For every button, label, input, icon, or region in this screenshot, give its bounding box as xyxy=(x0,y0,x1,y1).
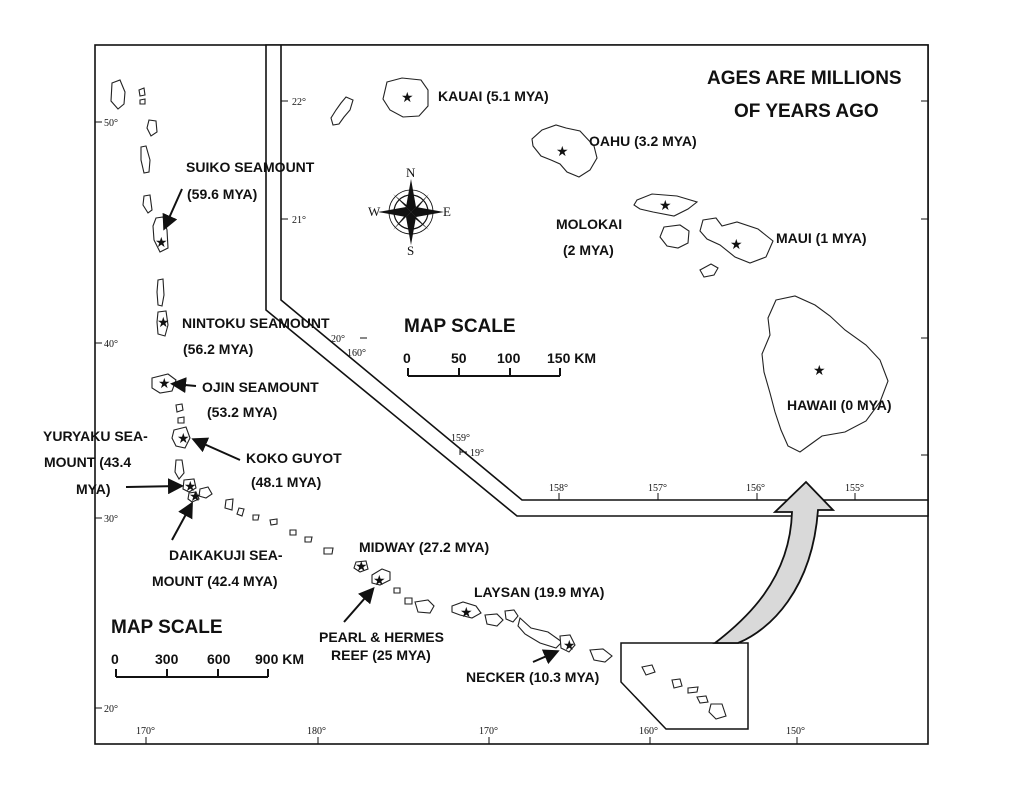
pearl-label-1: PEARL & HERMES xyxy=(319,629,444,645)
nintoku-star: ★ xyxy=(157,315,170,331)
daikakuji-star: ★ xyxy=(189,489,202,505)
inset-scale-150: 150 KM xyxy=(547,350,596,366)
lon-157-label: 157° xyxy=(648,483,667,494)
molokai-label-1: MOLOKAI xyxy=(556,216,622,232)
inset-frame xyxy=(265,44,929,517)
laysan-label: LAYSAN (19.9 MYA) xyxy=(474,584,604,600)
suiko-label-1: SUIKO SEAMOUNT xyxy=(186,159,315,175)
suiko-star: ★ xyxy=(155,235,168,251)
mlon-170a-label: 170° xyxy=(136,726,155,737)
nintoku-label-1: NINTOKU SEAMOUNT xyxy=(182,315,330,331)
lon-156-label: 156° xyxy=(746,483,765,494)
compass-s: S xyxy=(407,243,414,258)
kahoolawe-island xyxy=(699,263,719,278)
mlat-40-label: 40° xyxy=(104,339,118,350)
compass-n: N xyxy=(406,165,416,180)
daikakuji-label-2: MOUNT (42.4 MYA) xyxy=(152,573,278,589)
lat-22-label: 22° xyxy=(292,97,306,108)
niihau-island xyxy=(330,96,354,126)
suiko-label-2: (59.6 MYA) xyxy=(187,186,257,202)
necker-star: ★ xyxy=(563,638,576,654)
lon-159-label: 159° xyxy=(451,433,470,444)
lat-19-label: 19° xyxy=(470,448,484,459)
compass-w: W xyxy=(368,204,381,219)
main-scale-0: 0 xyxy=(111,651,119,667)
lon-160-label: 160° xyxy=(347,348,366,359)
molokai-island xyxy=(633,193,699,217)
maui-island xyxy=(699,217,774,264)
mlon-170b-label: 170° xyxy=(479,726,498,737)
kauai-island xyxy=(382,77,429,118)
hawaii-callout-box xyxy=(620,642,749,730)
laysan-star: ★ xyxy=(460,605,473,621)
kauai-label: KAUAI (5.1 MYA) xyxy=(438,88,549,104)
inset-islands xyxy=(330,77,889,453)
main-scale-300: 300 xyxy=(155,651,179,667)
main-scale-bar xyxy=(115,669,269,678)
compass-e: E xyxy=(443,204,451,219)
ojin-label-1: OJIN SEAMOUNT xyxy=(202,379,319,395)
main-scale-900: 900 KM xyxy=(255,651,304,667)
pearl-star: ★ xyxy=(373,573,386,589)
maui-label: MAUI (1 MYA) xyxy=(776,230,867,246)
callout-arrow xyxy=(712,480,836,644)
maui-star: ★ xyxy=(730,237,743,253)
oahu-star: ★ xyxy=(556,144,569,160)
necker-label: NECKER (10.3 MYA) xyxy=(466,669,599,685)
pearl-label-2: REEF (25 MYA) xyxy=(331,647,431,663)
lanai-island xyxy=(659,224,690,249)
chain-islands xyxy=(110,79,613,663)
inset-scale-50: 50 xyxy=(451,350,467,366)
yuryaku-label-1: YURYAKU SEA- xyxy=(43,428,148,444)
ages-note-line2: OF YEARS AGO xyxy=(734,101,879,122)
mlon-180-label: 180° xyxy=(307,726,326,737)
hawaii-star: ★ xyxy=(813,363,826,379)
inset-scale-bar xyxy=(407,368,561,377)
main-scale-600: 600 xyxy=(207,651,231,667)
nintoku-label-2: (56.2 MYA) xyxy=(183,341,253,357)
ojin-star: ★ xyxy=(158,376,171,392)
koko-star: ★ xyxy=(177,431,190,447)
inset-scale-0: 0 xyxy=(403,350,411,366)
inset-ticks xyxy=(281,100,928,500)
lon-155-label: 155° xyxy=(845,483,864,494)
molokai-star: ★ xyxy=(659,198,672,214)
inset-scale-title: MAP SCALE xyxy=(404,316,516,337)
koko-label-2: (48.1 MYA) xyxy=(251,474,321,490)
oahu-label: OAHU (3.2 MYA) xyxy=(589,133,697,149)
lon-158-label: 158° xyxy=(549,483,568,494)
inset-scale-100: 100 xyxy=(497,350,521,366)
ojin-label-2: (53.2 MYA) xyxy=(207,404,277,420)
mlat-30-label: 30° xyxy=(104,514,118,525)
yuryaku-label-3: MYA) xyxy=(76,481,111,497)
koko-label-1: KOKO GUYOT xyxy=(246,450,342,466)
yuryaku-star: ★ xyxy=(184,479,197,495)
molokai-label-2: (2 MYA) xyxy=(563,242,614,258)
main-ticks xyxy=(95,121,798,744)
mlat-50-label: 50° xyxy=(104,118,118,129)
compass-rose xyxy=(378,179,444,245)
oahu-island xyxy=(531,124,598,178)
ages-note-line1: AGES ARE MILLIONS xyxy=(707,68,902,89)
hawaii-island xyxy=(761,295,889,453)
hawaii-mini-islands xyxy=(641,664,727,720)
lat-20-label: 20° xyxy=(331,334,345,345)
lat-21-label: 21° xyxy=(292,215,306,226)
mlat-20-label: 20° xyxy=(104,704,118,715)
mlon-160-label: 160° xyxy=(639,726,658,737)
hawaii-label: HAWAII (0 MYA) xyxy=(787,397,892,413)
kauai-star: ★ xyxy=(401,90,414,106)
yuryaku-label-2: MOUNT (43.4 xyxy=(44,454,131,470)
main-scale-title: MAP SCALE xyxy=(111,617,223,638)
midway-star: ★ xyxy=(355,559,368,575)
midway-label: MIDWAY (27.2 MYA) xyxy=(359,539,489,555)
pointer-arrows xyxy=(125,188,560,665)
daikakuji-label-1: DAIKAKUJI SEA- xyxy=(169,547,283,563)
mlon-150-label: 150° xyxy=(786,726,805,737)
inset-inner-frame xyxy=(280,45,928,501)
